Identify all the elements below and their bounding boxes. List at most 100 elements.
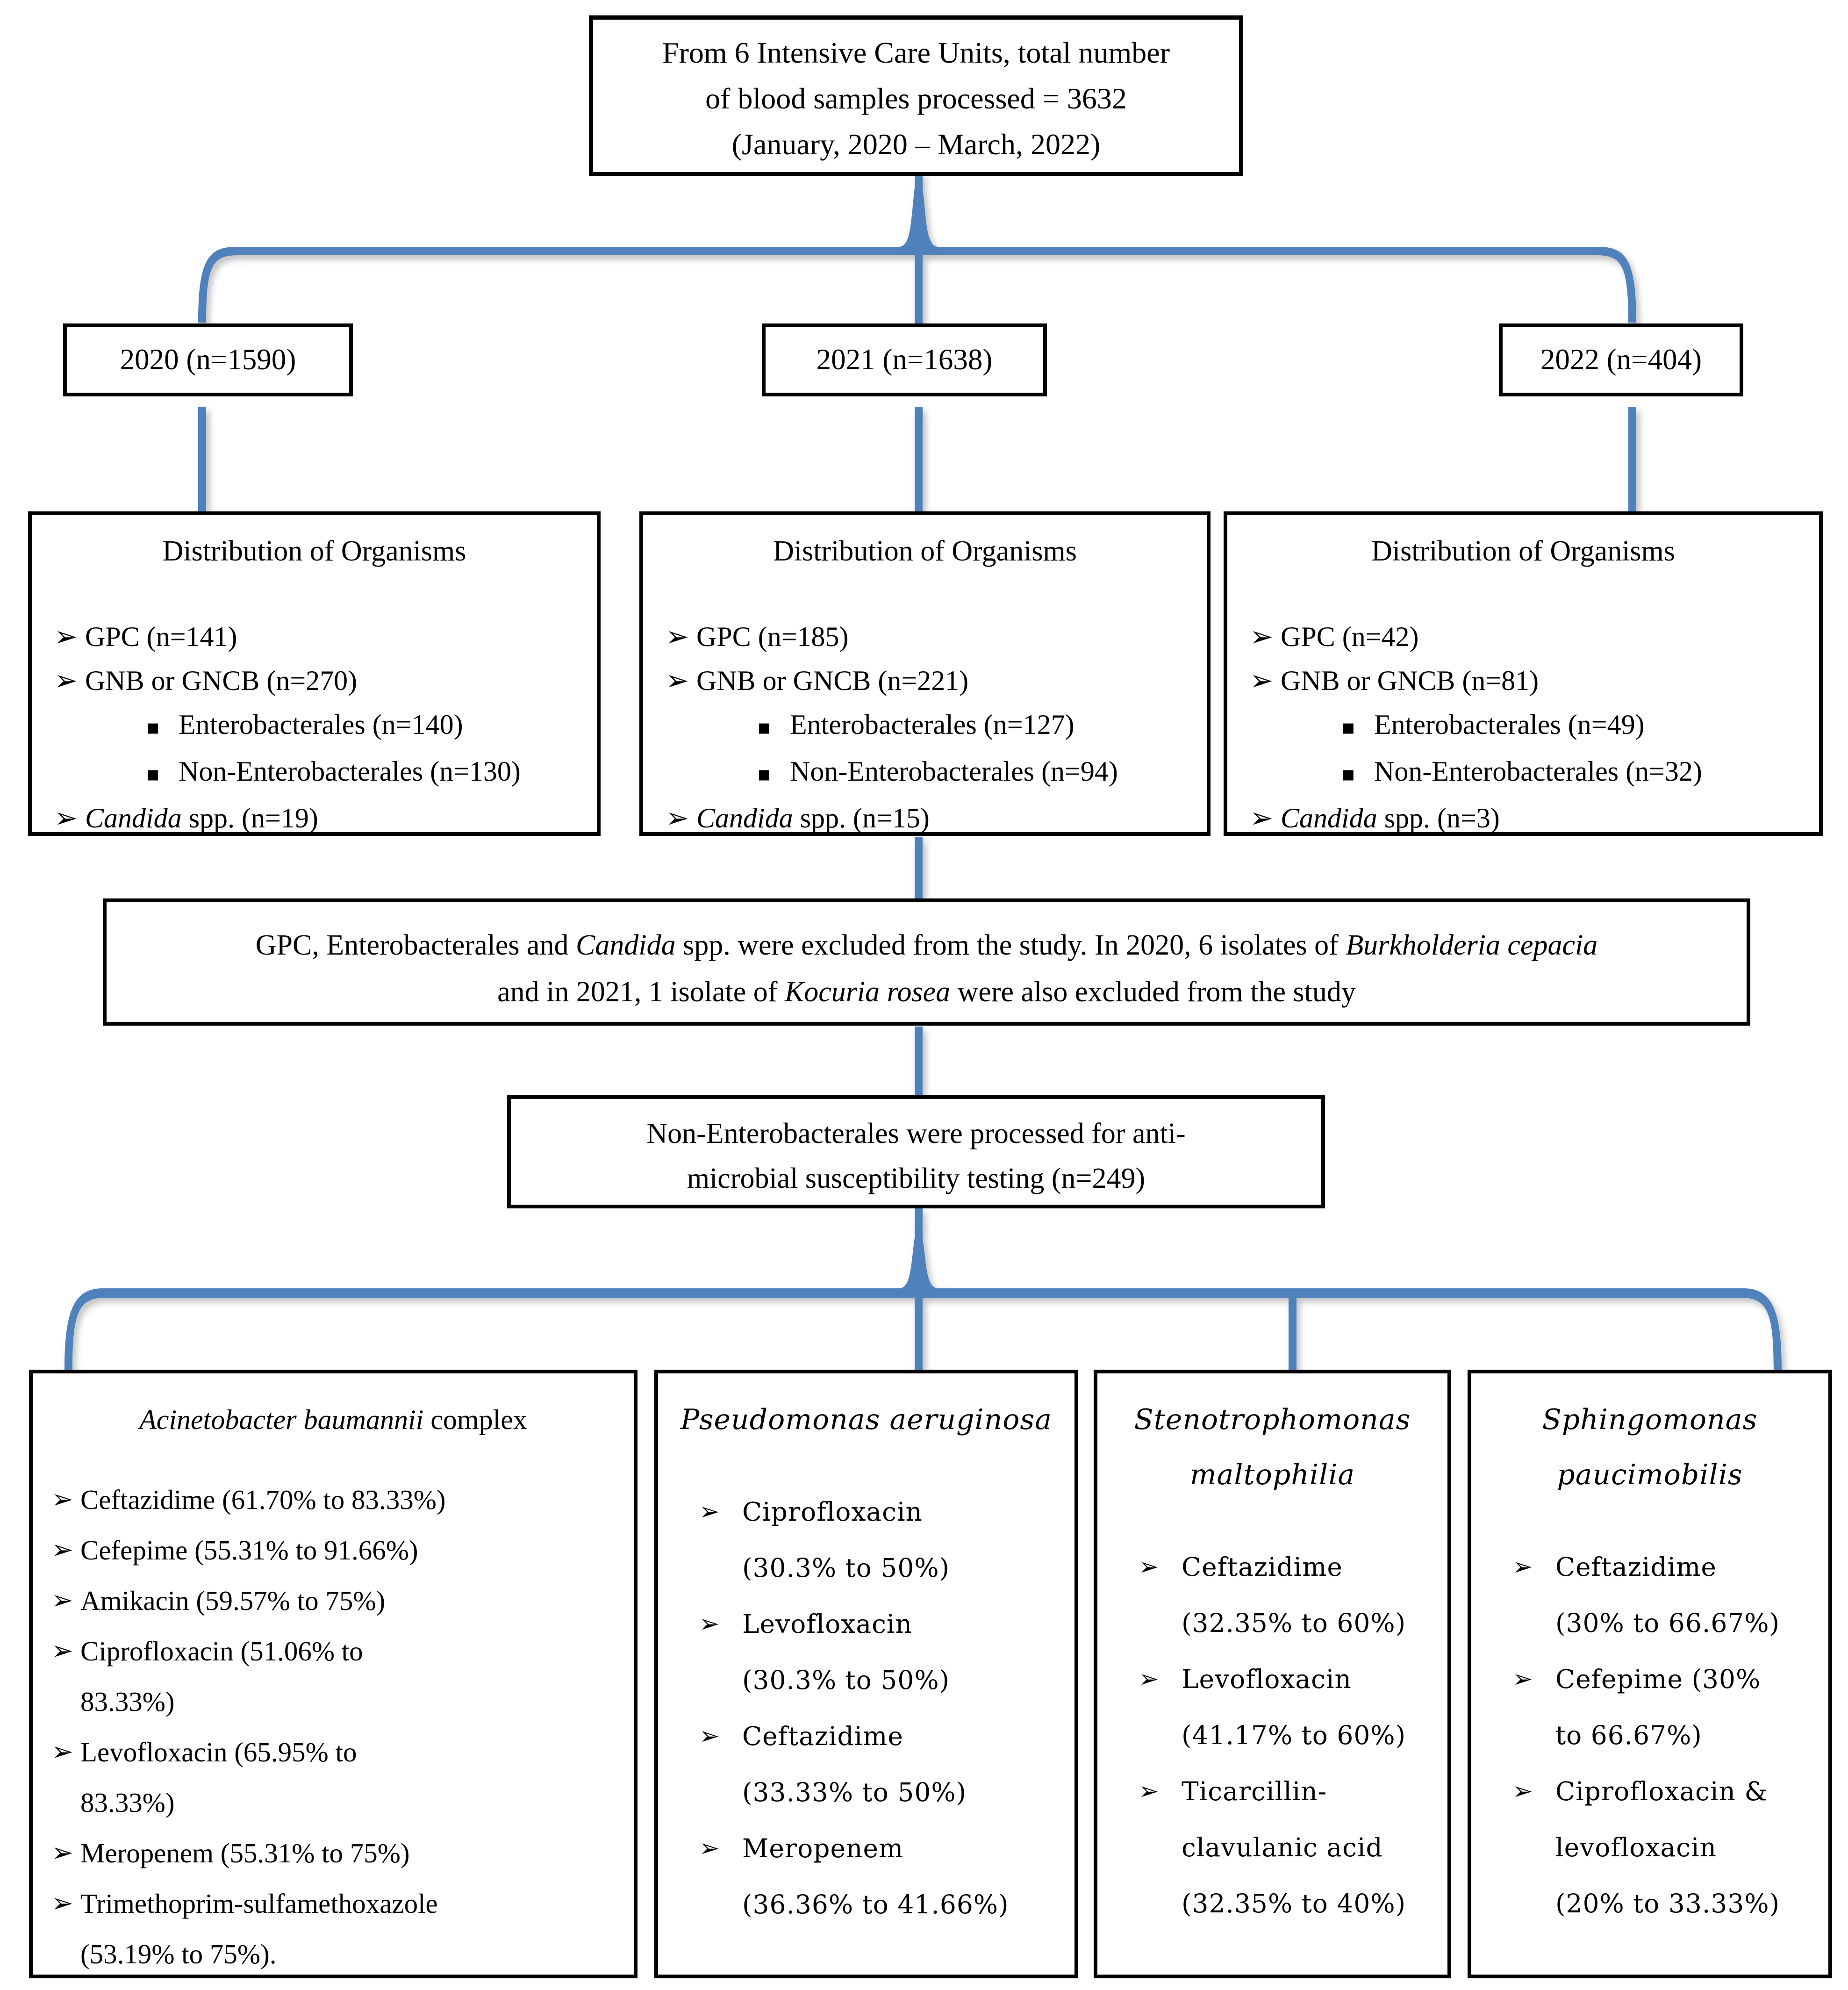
list-item: ➢Ceftazidime(33.33% to 50%)	[699, 1708, 1074, 1820]
distribution-title: Distribution of Organisms	[773, 535, 1077, 567]
arrow-bullet-icon: ➢	[54, 802, 78, 834]
ast-line2: microbial susceptibility testing (n=249)	[687, 1163, 1146, 1194]
arrow-bullet-icon: ➢	[699, 1834, 720, 1862]
bracket-years	[198, 188, 1636, 323]
arrow-bullet-icon: ➢	[1139, 1777, 1159, 1805]
list-item: ➢Ceftazidime(30% to 66.67%)	[1512, 1539, 1828, 1651]
connector-dist-to-exclusion	[915, 837, 923, 899]
arrow-bullet-icon: ➢	[666, 802, 689, 834]
arrow-bullet-icon: ➢	[54, 664, 78, 697]
list-subitem: ▪Enterobacterales (n=140)	[54, 703, 597, 749]
list-item: ➢GNB or GNCB (n=221)	[666, 659, 1207, 703]
connector-2022-to-dist	[1628, 407, 1636, 512]
arrow-bullet-icon: ➢	[1512, 1665, 1533, 1693]
list-item: ➢Amikacin (59.57% to 75%)	[51, 1575, 634, 1626]
total-samples-box: From 6 Intensive Care Units, total numbe…	[589, 15, 1243, 176]
arrow-bullet-icon: ➢	[51, 1737, 73, 1767]
arrow-bullet-icon: ➢	[1139, 1553, 1159, 1581]
pseudomonas-box: Pseudomonas aeruginosa ➢Ciprofloxacin(30…	[654, 1370, 1078, 1978]
acinetobacter-box: Acinetobacter baumannii complex ➢Ceftazi…	[29, 1370, 637, 1978]
total-samples-line3: (January, 2020 – March, 2022)	[731, 128, 1101, 161]
pseudomonas-title: Pseudomonas aeruginosa	[680, 1403, 1053, 1436]
list-subitem: ▪Enterobacterales (n=127)	[666, 703, 1207, 749]
arrow-bullet-icon: ➢	[699, 1610, 720, 1638]
arrow-bullet-icon: ➢	[1512, 1553, 1533, 1581]
list-subitem: ▪Non-Enterobacterales (n=32)	[1250, 749, 1819, 796]
exclusion-line1: GPC, Enterobacterales and Candida spp. w…	[255, 929, 1598, 961]
arrow-bullet-icon: ➢	[1250, 802, 1274, 834]
arrow-bullet-icon: ➢	[51, 1636, 73, 1666]
arrow-bullet-icon: ➢	[51, 1838, 73, 1868]
arrow-bullet-icon: ➢	[51, 1484, 73, 1515]
year-2022-box: 2022 (n=404)	[1499, 323, 1743, 396]
list-subitem: ▪Enterobacterales (n=49)	[1250, 703, 1819, 749]
acinetobacter-title: Acinetobacter baumannii complex	[139, 1404, 527, 1435]
square-bullet-icon: ▪	[146, 715, 160, 739]
list-item: ➢GNB or GNCB (n=81)	[1250, 659, 1819, 703]
exclusion-line2: and in 2021, 1 isolate of Kocuria rosea …	[497, 976, 1356, 1008]
connector-exclusion-to-asm	[915, 1027, 923, 1096]
year-2022-label: 2022 (n=404)	[1540, 343, 1702, 376]
distribution-2021-box: Distribution of Organisms ➢GPC (n=185) ➢…	[639, 511, 1211, 836]
list-item: ➢Cefepime (55.31% to 91.66%)	[51, 1525, 634, 1575]
list-item: ➢Ceftazidime (61.70% to 83.33%)	[51, 1474, 634, 1525]
arrow-bullet-icon: ➢	[666, 664, 689, 697]
list-item: ➢Meropenem(36.36% to 41.66%)	[699, 1820, 1074, 1933]
ast-line1: Non-Enterobacterales were processed for …	[646, 1118, 1186, 1149]
distribution-2020-box: Distribution of Organisms ➢GPC (n=141) ➢…	[28, 511, 601, 836]
sphingomonas-title: Sphingomonas paucimobilis	[1542, 1403, 1758, 1491]
list-item: ➢Candida spp. (n=15)	[666, 796, 1207, 840]
exclusion-note-box: GPC, Enterobacterales and Candida spp. w…	[103, 898, 1750, 1026]
connector-bracket2-to-stenotrophomonas	[1289, 1296, 1296, 1371]
square-bullet-icon: ▪	[757, 762, 771, 786]
year-2021-box: 2021 (n=1638)	[762, 323, 1047, 396]
connector-topbox-to-bracket1	[915, 172, 923, 251]
stenotrophomonas-title: Stenotrophomonas maltophilia	[1134, 1403, 1411, 1491]
connector-bracket2-to-pseudomonas	[915, 1296, 923, 1371]
list-item: ➢GNB or GNCB (n=270)	[54, 659, 597, 703]
sphingomonas-box: Sphingomonas paucimobilis ➢Ceftazidime(3…	[1468, 1370, 1832, 1978]
arrow-bullet-icon: ➢	[1139, 1665, 1159, 1693]
distribution-title: Distribution of Organisms	[1371, 535, 1675, 567]
list-item: ➢Candida spp. (n=19)	[54, 796, 597, 840]
distribution-2022-box: Distribution of Organisms ➢GPC (n=42) ➢G…	[1224, 511, 1823, 836]
arrow-bullet-icon: ➢	[699, 1498, 720, 1526]
list-item: ➢GPC (n=185)	[666, 615, 1207, 659]
square-bullet-icon: ▪	[1341, 715, 1355, 739]
stenotrophomonas-box: Stenotrophomonas maltophilia ➢Ceftazidim…	[1094, 1370, 1451, 1978]
list-subitem: ▪Non-Enterobacterales (n=94)	[666, 749, 1207, 796]
list-item: ➢Trimethoprim-sulfamethoxazole(53.19% to…	[51, 1878, 634, 1979]
list-item: ➢Candida spp. (n=3)	[1250, 796, 1819, 840]
arrow-bullet-icon: ➢	[666, 620, 689, 653]
arrow-bullet-icon: ➢	[1512, 1777, 1533, 1805]
list-item: ➢Ciprofloxacin &levofloxacin(20% to 33.3…	[1512, 1763, 1828, 1932]
list-item: ➢Ticarcillin-clavulanic acid(32.35% to 4…	[1139, 1763, 1447, 1932]
connector-bracket1-to-2021	[915, 254, 923, 324]
arrow-bullet-icon: ➢	[51, 1888, 73, 1918]
connector-asm-to-bracket2	[915, 1208, 923, 1243]
list-item: ➢GPC (n=42)	[1250, 615, 1819, 659]
list-item: ➢Levofloxacin(30.3% to 50%)	[699, 1596, 1074, 1708]
arrow-bullet-icon: ➢	[1250, 664, 1274, 697]
year-2020-box: 2020 (n=1590)	[63, 323, 353, 396]
arrow-bullet-icon: ➢	[1250, 620, 1274, 653]
arrow-bullet-icon: ➢	[54, 620, 78, 653]
square-bullet-icon: ▪	[757, 715, 771, 739]
distribution-title: Distribution of Organisms	[162, 535, 466, 567]
total-samples-line1: From 6 Intensive Care Units, total numbe…	[662, 36, 1170, 69]
arrow-bullet-icon: ➢	[699, 1722, 720, 1750]
year-2021-label: 2021 (n=1638)	[816, 343, 993, 376]
list-item: ➢Levofloxacin(41.17% to 60%)	[1139, 1651, 1447, 1763]
arrow-bullet-icon: ➢	[51, 1535, 73, 1565]
total-samples-line2: of blood samples processed = 3632	[705, 82, 1127, 115]
connector-2021-to-dist	[915, 407, 923, 512]
ast-processing-box: Non-Enterobacterales were processed for …	[507, 1095, 1325, 1208]
list-item: ➢Meropenem (55.31% to 75%)	[51, 1828, 634, 1878]
list-item: ➢Cefepime (30%to 66.67%)	[1512, 1651, 1828, 1763]
bracket-organisms	[64, 1238, 1782, 1370]
arrow-bullet-icon: ➢	[51, 1585, 73, 1616]
year-2020-label: 2020 (n=1590)	[120, 343, 296, 376]
list-item: ➢Ciprofloxacin(30.3% to 50%)	[699, 1484, 1074, 1596]
